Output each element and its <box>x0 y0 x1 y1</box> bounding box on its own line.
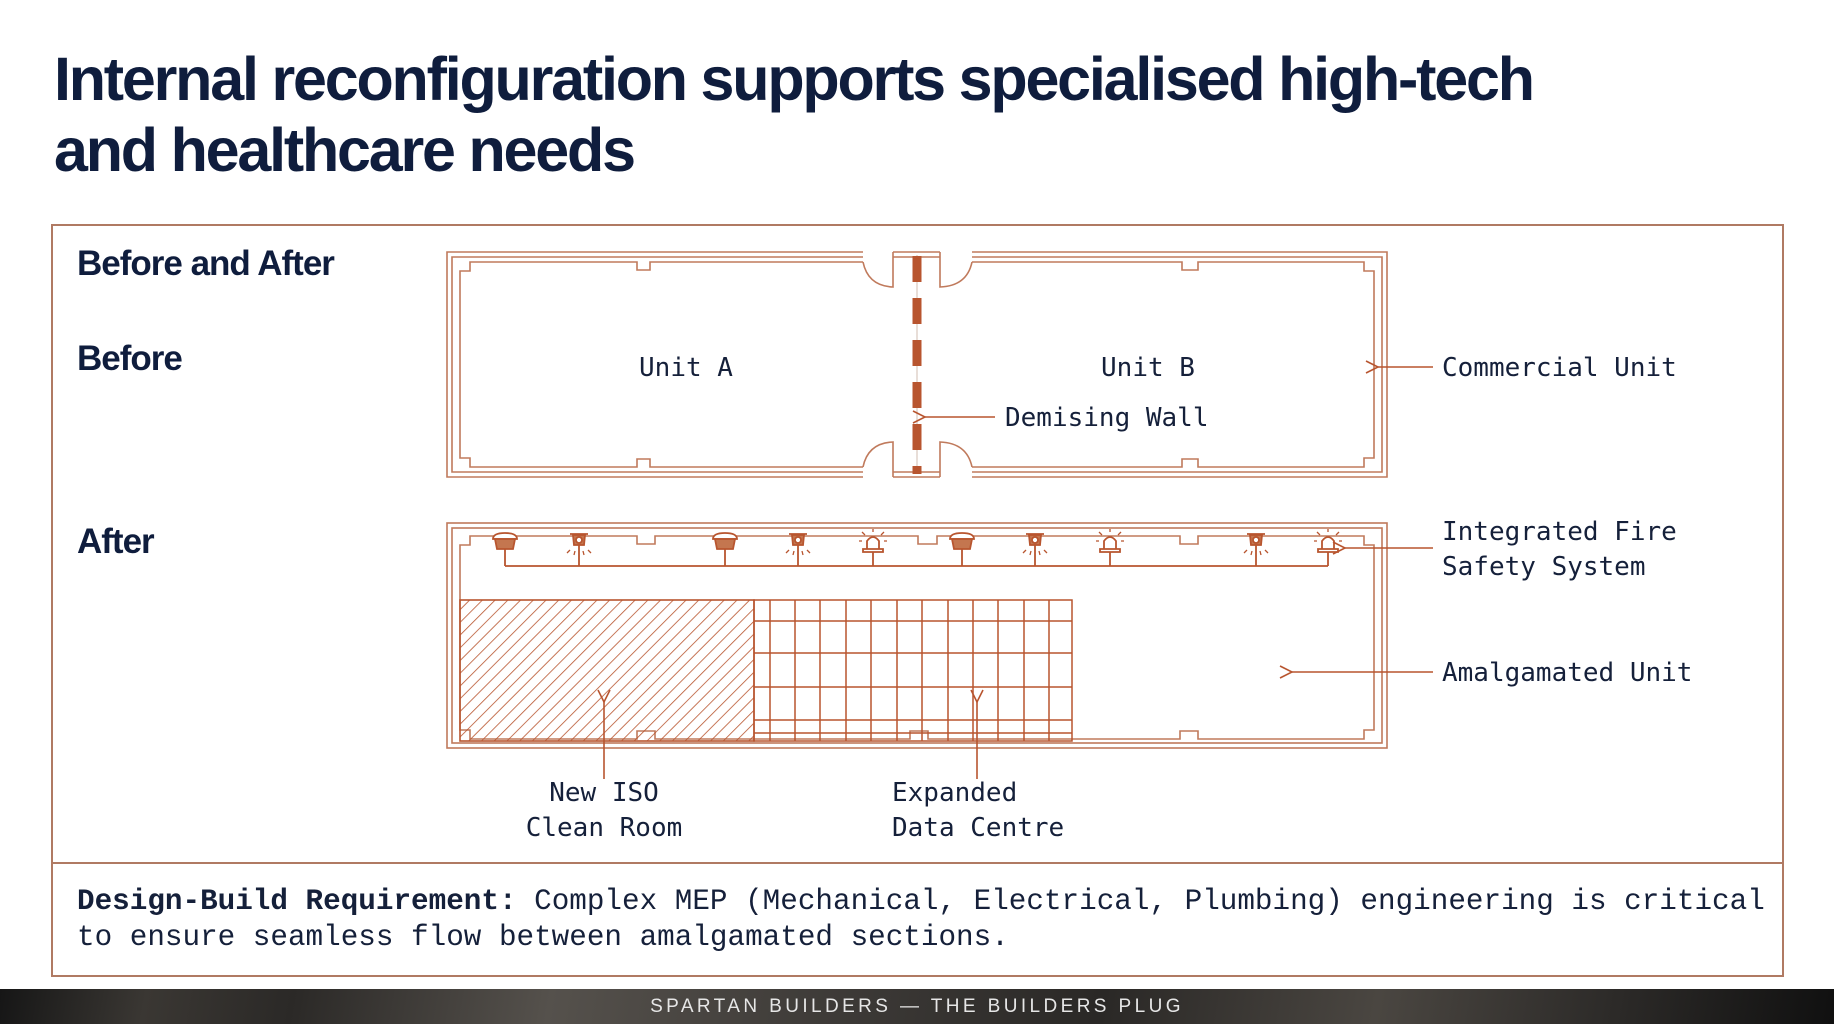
data-centre-label-line1: Expanded <box>892 778 1017 808</box>
requirement-label: Design-Build Requirement: <box>77 885 517 918</box>
design-build-requirement: Design-Build Requirement: Complex MEP (M… <box>77 884 1777 956</box>
data-centre-label-line2: Data Centre <box>892 813 1064 843</box>
fire-safety-label-line1: Integrated Fire <box>1442 517 1677 547</box>
before-label: Before <box>77 339 183 378</box>
smoke-detector-icon <box>492 532 518 566</box>
panel-heading: Before and After <box>77 244 335 283</box>
sprinkler-icon <box>1022 533 1048 566</box>
clean-room-zone <box>459 599 755 742</box>
sprinkler-icon <box>1243 533 1269 566</box>
clean-room-label-line1: New ISO <box>549 778 659 808</box>
demising-wall-label: Demising Wall <box>1005 403 1209 433</box>
after-label: After <box>77 522 155 561</box>
alarm-bell-icon <box>1314 529 1342 566</box>
unit-b-label: Unit B <box>1101 353 1195 383</box>
alarm-bell-icon <box>859 529 887 566</box>
commercial-unit-label: Commercial Unit <box>1442 353 1677 383</box>
unit-a-label: Unit A <box>639 353 733 383</box>
fire-safety-label-line2: Safety System <box>1442 552 1646 582</box>
footer-bar: SPARTAN BUILDERS — THE BUILDERS PLUG <box>0 989 1834 1024</box>
slide-title: Internal reconfiguration supports specia… <box>54 44 1754 186</box>
smoke-detector-icon <box>949 532 975 566</box>
title-line-2: and healthcare needs <box>54 116 636 184</box>
requirement-text: Complex MEP (Mechanical, Electrical, Plu… <box>77 885 1765 954</box>
clean-room-label-line2: Clean Room <box>526 813 683 843</box>
alarm-bell-icon <box>1096 529 1124 566</box>
sprinkler-icon <box>566 533 592 566</box>
sprinkler-icon <box>785 533 811 566</box>
amalgamated-unit-label: Amalgamated Unit <box>1442 658 1692 688</box>
title-line-1: Internal reconfiguration supports specia… <box>54 45 1535 113</box>
footer-brand-text: SPARTAN BUILDERS — THE BUILDERS PLUG <box>650 996 1184 1017</box>
data-centre-grid <box>753 599 1073 742</box>
smoke-detector-icon <box>712 532 738 566</box>
floor-plan-diagram: Unit A Unit B Demising Wall Commercial U… <box>446 251 1692 843</box>
frame-divider <box>51 862 1784 864</box>
